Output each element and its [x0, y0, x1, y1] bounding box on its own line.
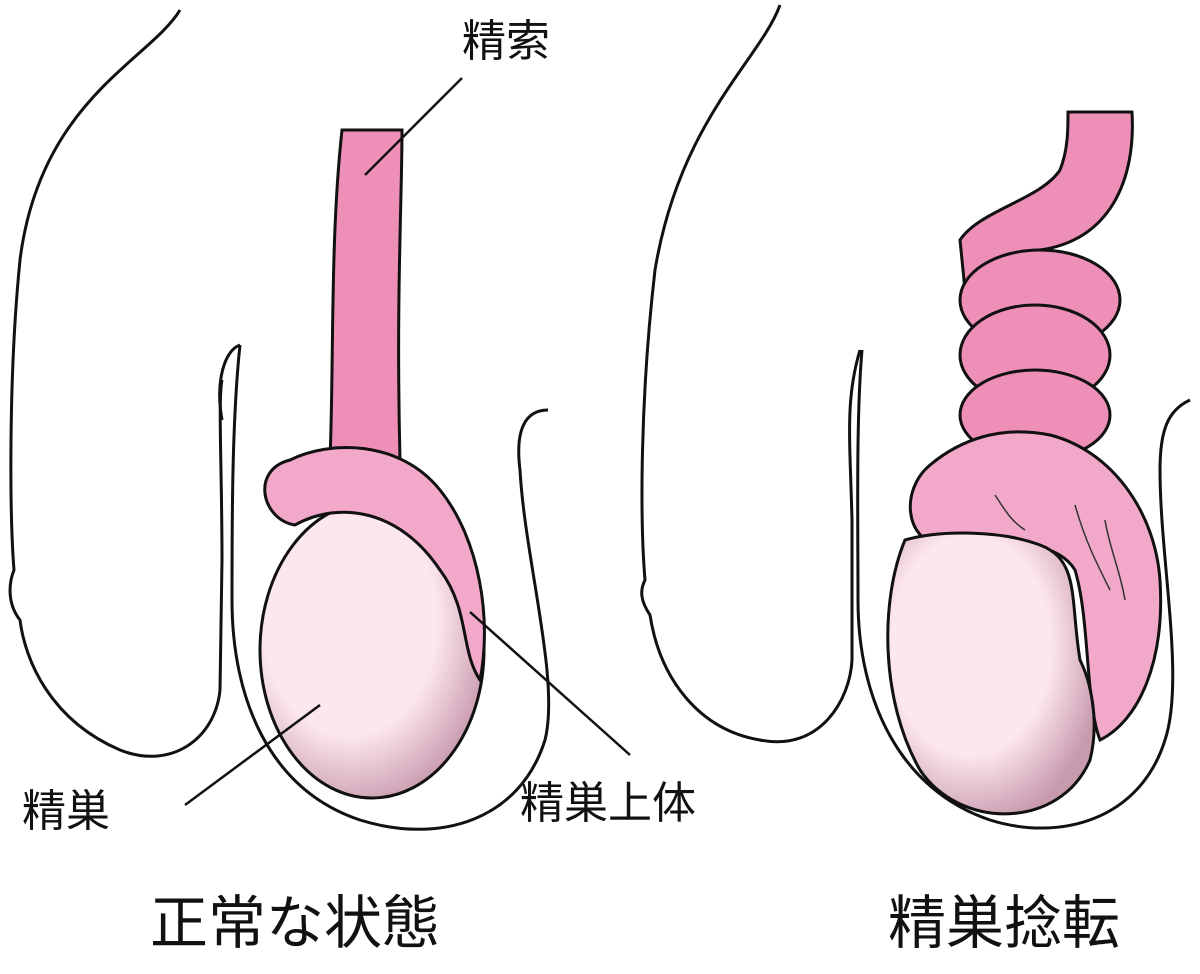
caption-torsion: 精巣捻転 — [888, 889, 1121, 957]
penis-outline-left — [8, 9, 224, 758]
torsion-panel — [640, 4, 1191, 830]
label-testis: 精巣 — [22, 786, 110, 837]
caption-normal: 正常な状態 — [150, 889, 441, 957]
leader-epididymis — [469, 611, 631, 756]
label-epididymis: 精巣上体 — [520, 778, 696, 829]
leader-testis — [184, 703, 321, 807]
scrotum-outline-right — [856, 349, 1191, 830]
label-spermatic-cord: 精索 — [462, 16, 550, 67]
scrotum-outline-left — [230, 344, 551, 831]
normal-panel — [8, 9, 631, 831]
testis-right — [886, 531, 1096, 816]
spermatic-cord-left — [328, 128, 404, 462]
penis-outline-right — [640, 4, 862, 744]
epididymis-left — [263, 446, 486, 684]
leader-spermatic-cord — [364, 77, 463, 176]
